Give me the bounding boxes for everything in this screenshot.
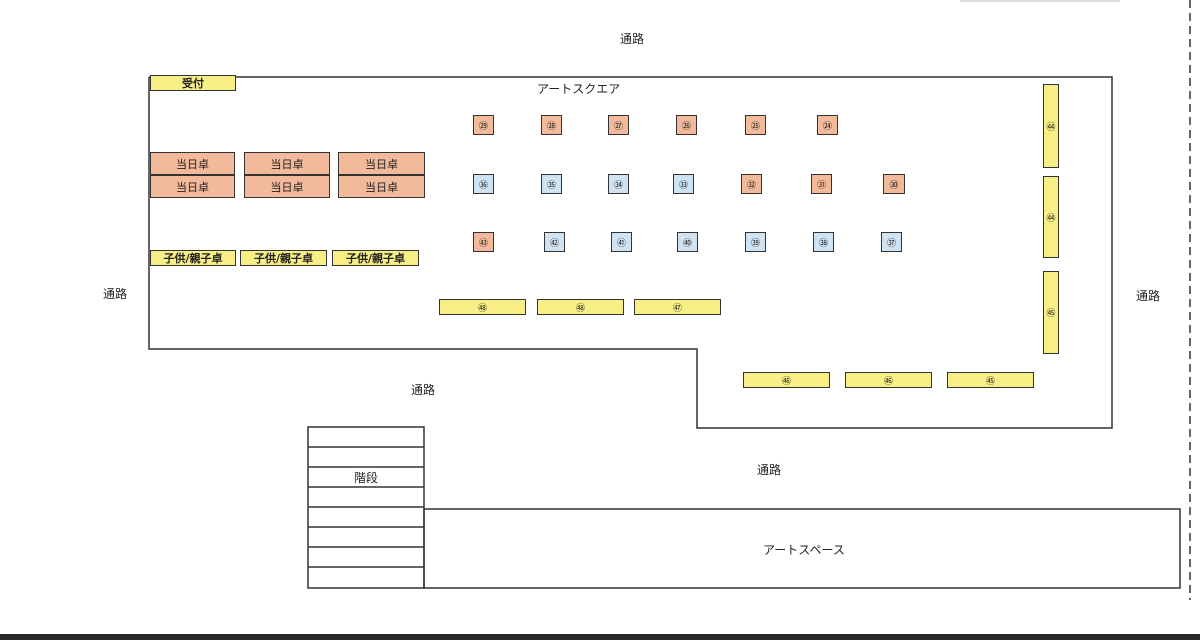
- aisle-label-middle: 通路: [411, 383, 436, 397]
- booth-34: ㉞: [608, 174, 629, 194]
- kids-table: 子供/親子卓: [332, 250, 419, 266]
- same-day-table: 当日卓: [150, 152, 235, 175]
- booth-28: ㉘: [541, 115, 562, 135]
- booth-25: ㉕: [745, 115, 766, 135]
- same-day-table: 当日卓: [150, 175, 235, 198]
- booth-37: ㊲: [881, 232, 902, 252]
- booth-27: ㉗: [608, 115, 629, 135]
- long-table-47: ㊼: [634, 299, 721, 315]
- booth-38: ㊳: [813, 232, 834, 252]
- booth-33: ㉝: [673, 174, 694, 194]
- booth-40: ㊵: [677, 232, 698, 252]
- booth-24: ㉔: [817, 115, 838, 135]
- area-name-label: アートスクエア: [537, 82, 621, 96]
- aisle-label-top: 通路: [620, 32, 645, 46]
- aisle-label-left: 通路: [103, 287, 128, 301]
- booth-42: ㊷: [544, 232, 565, 252]
- same-day-table: 当日卓: [244, 152, 330, 175]
- kids-table: 子供/親子卓: [150, 250, 236, 266]
- booth-26: ㉖: [676, 115, 697, 135]
- booth-29: ㉙: [473, 115, 494, 135]
- same-day-table: 当日卓: [244, 175, 330, 198]
- aisle-label-bottom: 通路: [757, 463, 782, 477]
- booth-39: ㊴: [745, 232, 766, 252]
- long-table-46: ㊻: [845, 372, 932, 388]
- booth-43: ㊸: [473, 232, 494, 252]
- aisle-label-right: 通路: [1136, 289, 1161, 303]
- booth-30: ㉚: [883, 174, 905, 194]
- same-day-table: 当日卓: [338, 152, 425, 175]
- kids-table: 子供/親子卓: [240, 250, 327, 266]
- booth-35: ㉟: [541, 174, 562, 194]
- same-day-table: 当日卓: [338, 175, 425, 198]
- long-table-46: ㊻: [743, 372, 830, 388]
- long-table-45: ㊺: [947, 372, 1034, 388]
- art-space-label: アートスペース: [763, 543, 845, 557]
- vertical-table-45: ㊺: [1043, 271, 1059, 354]
- stairs-label: 階段: [354, 471, 379, 485]
- booth-32: ㉜: [741, 174, 762, 194]
- reception-desk: 受付: [150, 75, 236, 91]
- long-table-48: ㊽: [537, 299, 624, 315]
- booth-36: ㊱: [473, 174, 494, 194]
- vertical-table-44: ㊹: [1043, 176, 1059, 258]
- long-table-48: ㊽: [439, 299, 526, 315]
- booth-41: ㊶: [611, 232, 632, 252]
- booth-31: ㉛: [811, 174, 832, 194]
- vertical-table-44: ㊹: [1043, 84, 1059, 168]
